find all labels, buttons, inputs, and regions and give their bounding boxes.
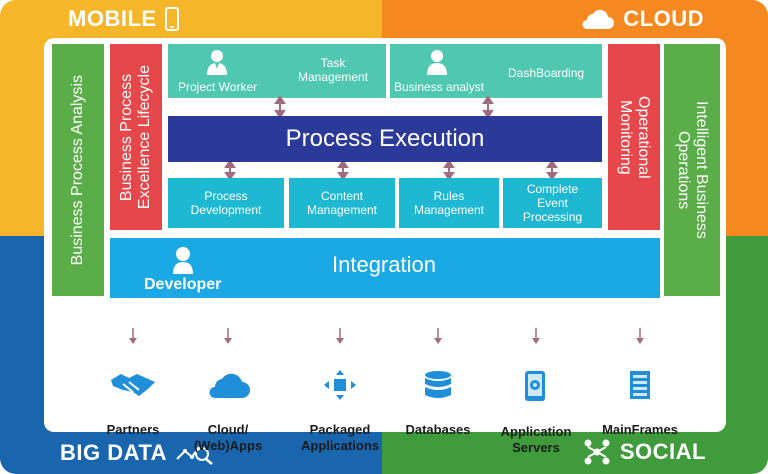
partners-label: Partners (106, 422, 160, 437)
content-management-box: Content Management (289, 178, 395, 228)
analytics-icon (176, 446, 213, 465)
process-execution-title: Process Execution (285, 125, 485, 152)
partners-item: Partners (83, 312, 183, 438)
content-management-label: Content Management (306, 189, 378, 217)
mobile-label: MOBILE (68, 6, 157, 31)
worker-person-icon (207, 50, 227, 75)
cloud-label-group: CLOUD (579, 6, 704, 32)
process-execution-bar: Process Execution (168, 116, 602, 162)
cloud-web-apps-label: Cloud/ (Web)Apps (193, 422, 263, 453)
dashboarding-label: DashBoarding (508, 66, 585, 80)
mainframes-item: MainFrames (590, 312, 690, 438)
packaged-applications-item: Packaged Applications (290, 312, 390, 454)
business-process-excellence-bar: Business Process Excellence Lifecycle (110, 44, 162, 230)
down-arrow-icon (636, 328, 644, 344)
big-data-label: BIG DATA (60, 440, 168, 465)
application-servers-label: Application Servers (500, 424, 572, 455)
down-arrow-icon (336, 328, 344, 344)
task-management-label: Task Management (298, 56, 369, 84)
package-icon (324, 370, 356, 400)
mainframes-label: MainFrames (602, 422, 678, 437)
business-analyst-box: Business analyst DashBoarding (390, 44, 602, 98)
down-arrow-icon (532, 328, 540, 344)
rules-management-box: Rules Management (399, 178, 499, 228)
cloud-icon (582, 9, 615, 29)
process-development-box: Process Development (168, 178, 284, 228)
social-label-group: SOCIAL (582, 438, 706, 466)
project-worker-label: Project Worker (178, 80, 258, 94)
down-arrow-icon (224, 328, 232, 344)
social-network-icon (584, 439, 610, 465)
process-development-label: Process Development (190, 189, 262, 217)
business-analyst-label: Business analyst (394, 80, 485, 94)
social-label: SOCIAL (619, 439, 706, 464)
database-icon (425, 371, 451, 398)
operational-monitoring-label: Operational Monitoring (617, 95, 652, 179)
packaged-applications-label: Packaged Applications (300, 422, 379, 453)
application-servers-item: Application Servers (486, 312, 586, 456)
mainframe-icon (630, 371, 650, 399)
integration-bar: Developer Integration (110, 238, 660, 298)
rules-management-label: Rules Management (413, 189, 485, 217)
databases-item: Databases (388, 312, 488, 438)
cloud-web-apps-item: Cloud/ (Web)Apps (178, 312, 278, 454)
mobile-label-group: MOBILE (68, 6, 179, 32)
integration-title: Integration (332, 252, 436, 277)
big-data-label-group: BIG DATA (60, 440, 215, 466)
analyst-person-icon (427, 50, 447, 75)
down-arrow-icon (434, 328, 442, 344)
event-processing-label: Complete Event Processing (522, 182, 583, 224)
operational-monitoring-bar: Operational Monitoring (608, 44, 660, 230)
mobile-phone-icon (164, 7, 179, 31)
cloud-label: CLOUD (623, 6, 704, 31)
handshake-icon (111, 374, 155, 396)
databases-label: Databases (405, 422, 471, 437)
down-arrow-icon (129, 328, 137, 344)
business-process-analysis-bar: Business Process Analysis (52, 44, 104, 296)
developer-person-icon (173, 247, 193, 274)
server-gear-icon (525, 371, 545, 401)
project-worker-box: Project Worker Task Management (168, 44, 386, 98)
event-processing-box: Complete Event Processing (503, 178, 602, 228)
intelligent-business-operations-label: Intelligent Business Operations (675, 101, 710, 239)
developer-label: Developer (144, 276, 222, 293)
intelligent-business-operations-bar: Intelligent Business Operations (664, 44, 720, 296)
cloud-icon (209, 373, 250, 398)
